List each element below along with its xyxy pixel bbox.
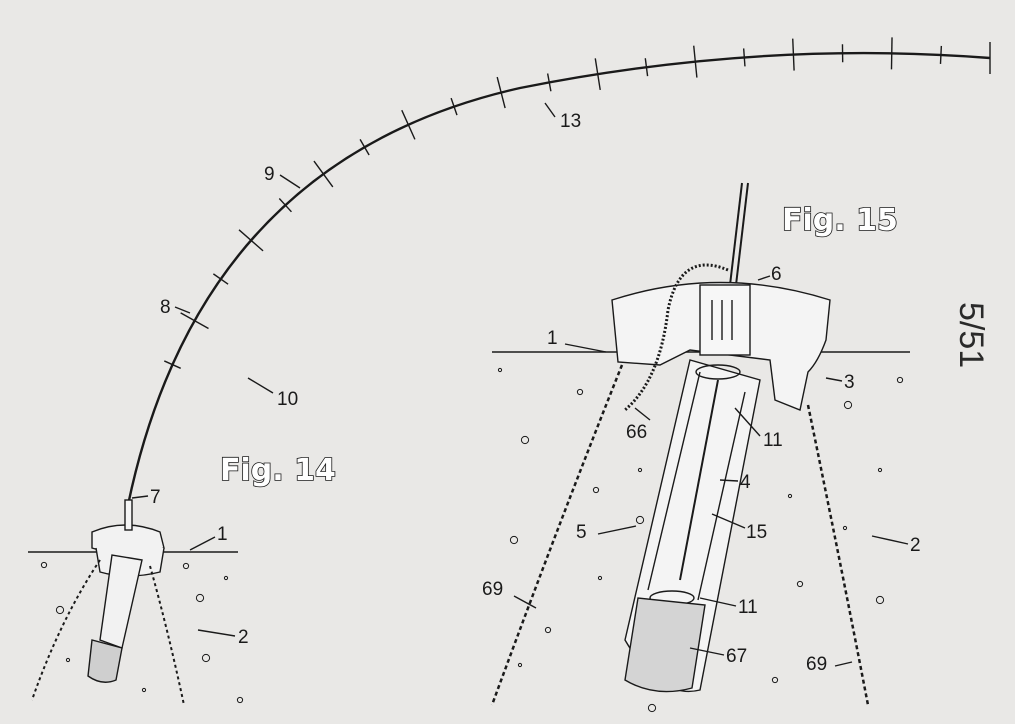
fig15-label-15: 15 [746, 522, 767, 543]
fig15-label-6: 6 [771, 264, 782, 285]
bubble [771, 676, 779, 684]
fig14-label-10: 10 [277, 389, 298, 410]
bubble [796, 580, 804, 588]
tube-marker [939, 45, 943, 64]
tube-marker [180, 312, 209, 330]
fig15-label-3: 3 [844, 372, 855, 393]
fig15-label-11-upper: 11 [763, 430, 783, 451]
bubble [201, 653, 211, 663]
fig14-label-2: 2 [238, 627, 249, 648]
bubble [877, 467, 883, 473]
tube-marker [693, 45, 698, 78]
fig14-flexible-tube [126, 51, 991, 506]
bubble [182, 562, 190, 570]
fig15-title: Fig. 15 [782, 203, 898, 238]
tube-marker [644, 58, 649, 77]
bubble [65, 657, 71, 663]
fig14-label-7: 7 [150, 487, 161, 508]
fig15-label-67: 67 [726, 646, 747, 667]
bubble [141, 687, 147, 693]
tube-marker [359, 139, 370, 156]
fig14-label-8: 8 [160, 297, 171, 318]
fig15-label-2: 2 [910, 535, 921, 556]
tube-marker [496, 76, 506, 109]
tube-marker [401, 109, 416, 140]
fig15-label-69-right: 69 [806, 654, 827, 675]
tube-marker [450, 97, 458, 116]
fig15-label-1: 1 [547, 328, 558, 349]
fig15-chain-right [806, 404, 870, 706]
bubble [896, 376, 904, 384]
fig15-coupling [699, 284, 751, 356]
fig14-chain-left [31, 559, 101, 701]
tube-marker [278, 198, 292, 213]
bubble [843, 400, 853, 410]
water-bubbles [40, 367, 904, 713]
fig14-chain-right [149, 565, 185, 706]
fig14-stem [124, 499, 133, 531]
fig14-title: Fig. 14 [220, 453, 336, 488]
tube-marker [212, 273, 229, 285]
tube-marker [163, 360, 181, 369]
bubble [517, 662, 523, 668]
tube-marker [742, 48, 746, 67]
bubble [637, 467, 643, 473]
bubble [597, 575, 603, 581]
fig15-label-66: 66 [626, 422, 647, 443]
fig15-weight-stone [624, 597, 706, 693]
tube-marker [546, 73, 552, 92]
tube-marker [594, 58, 601, 91]
tube-marker [890, 37, 893, 70]
fig15-drawing: 6 1 3 66 11 4 5 15 2 69 11 67 69 Fig. 15 [482, 182, 921, 706]
bubble [40, 561, 48, 569]
bubble [576, 388, 584, 396]
bubble [647, 703, 657, 713]
fig14-label-1: 1 [217, 524, 228, 545]
fig15-label-5: 5 [576, 522, 587, 543]
fig15-chain-left [490, 364, 624, 706]
fig15-label-69-left: 69 [482, 579, 503, 600]
bubble [544, 626, 552, 634]
bubble [223, 575, 229, 581]
bubble [195, 593, 205, 603]
bubble [592, 486, 600, 494]
fig14-tube-markers [163, 37, 991, 369]
fig14-label-13: 13 [560, 111, 581, 132]
bubble [635, 515, 645, 525]
tube-marker [313, 160, 334, 188]
fig14-drawing: 13 9 8 10 7 1 2 Fig. 14 [28, 37, 991, 706]
bubble [497, 367, 503, 373]
tube-marker [238, 229, 264, 252]
bubble [842, 525, 848, 531]
fig15-label-4: 4 [740, 472, 751, 493]
sheet-number: 5/51 [952, 302, 990, 368]
fig15-label-11-lower: 11 [738, 597, 758, 618]
bubble [55, 605, 65, 615]
fig14-label-9: 9 [264, 164, 275, 185]
bubble [520, 435, 530, 445]
tube-marker [792, 38, 795, 71]
bubble [787, 493, 793, 499]
bubble [236, 696, 244, 704]
bubble [509, 535, 519, 545]
bubble [875, 595, 885, 605]
fig14-weight-stone [87, 639, 123, 683]
